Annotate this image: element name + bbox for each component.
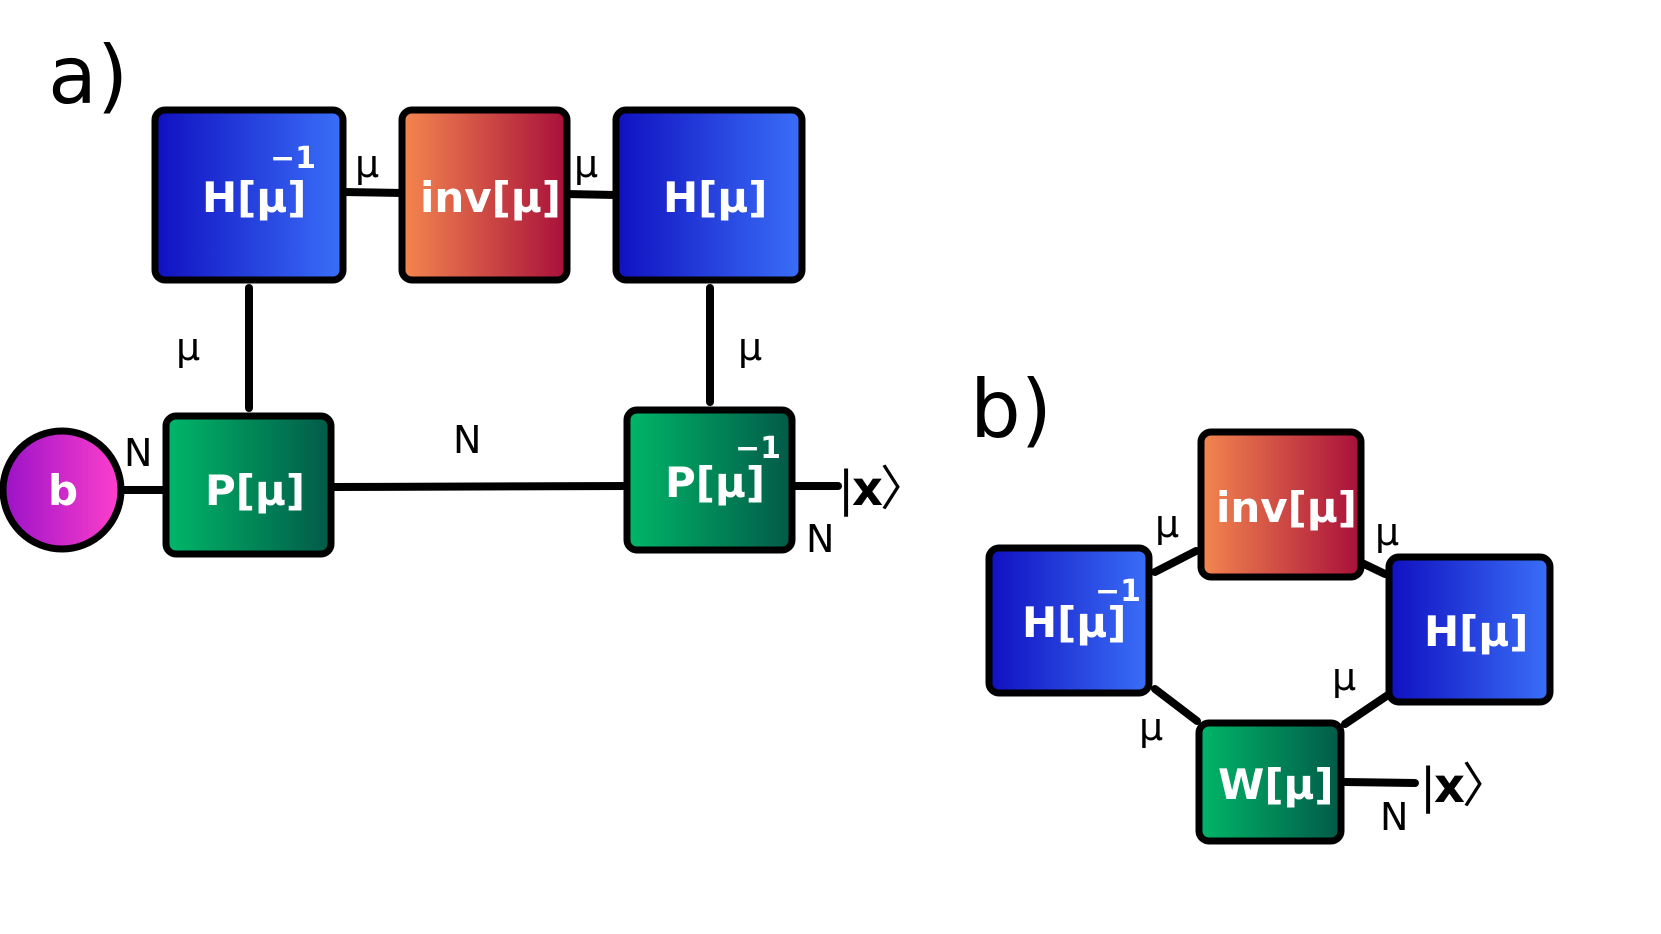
- p-inverse-node-label: P[μ]: [665, 458, 765, 507]
- edge-label-b-inv-h: μ: [1375, 510, 1399, 554]
- edge-label-b-output: N: [1380, 795, 1408, 839]
- edge-h-inv-to-inv: [339, 188, 407, 197]
- inv-node-label: inv[μ]: [420, 173, 561, 222]
- edge-b-h-inv-to-w: [1151, 685, 1201, 725]
- w-node-label: W[μ]: [1218, 760, 1334, 809]
- ket-symbol: x: [852, 461, 883, 517]
- b-node: [0, 427, 125, 553]
- inv-node-b: [1197, 428, 1365, 581]
- edge-label-p-p-inv: N: [453, 418, 481, 462]
- b-node-label: b: [48, 466, 78, 515]
- p-inverse-node-sup: −1: [735, 431, 781, 466]
- h-inverse-node-sup: −1: [270, 141, 316, 176]
- h-inverse-node-b-sup: −1: [1095, 574, 1141, 609]
- edge-label-h-p-inv: μ: [738, 325, 762, 369]
- h-inverse-node-label: H[μ]: [202, 173, 306, 222]
- panel-b: b) inv[μ] H[μ] −1 H[μ] W[μ] μ μ μ μ N | …: [970, 363, 1554, 845]
- ket-close: 〉: [880, 461, 928, 517]
- h-inverse-node-b: [985, 544, 1153, 697]
- edge-label-b-p: N: [124, 431, 152, 475]
- panel-a: a) H[μ] −1 inv[μ] H[μ] b P[μ] P[μ] −1 μ …: [0, 29, 928, 561]
- h-node-b: [1385, 553, 1554, 706]
- h-inverse-node-b-label: H[μ]: [1022, 598, 1126, 647]
- panel-b-label: b): [970, 363, 1052, 456]
- edge-label-h-inv-inv: μ: [355, 142, 379, 186]
- edge-p-to-p-inv: [328, 482, 632, 491]
- h-inverse-node: [151, 106, 347, 284]
- edge-label-inv-h: μ: [574, 142, 598, 186]
- ket-close: 〉: [1462, 758, 1510, 814]
- edge-b-h-inv-to-inv: [1151, 547, 1200, 576]
- ket-x-b: | x 〉: [1420, 758, 1510, 814]
- edge-label-output-a: N: [806, 517, 834, 561]
- h-node: [612, 106, 806, 284]
- ket-bar: |: [838, 461, 854, 517]
- edge-label-b-h-inv-w: μ: [1139, 705, 1163, 749]
- h-node-b-label: H[μ]: [1424, 607, 1528, 656]
- panel-b-edges: [1151, 547, 1419, 787]
- panel-a-edges: [114, 188, 842, 494]
- ket-bar: |: [1420, 758, 1436, 814]
- ket-symbol: x: [1434, 758, 1465, 814]
- edge-label-b-h-w: μ: [1332, 655, 1356, 699]
- inv-node-b-label: inv[μ]: [1216, 483, 1357, 532]
- p-inverse-node: [623, 406, 796, 554]
- edge-label-h-inv-p: μ: [176, 325, 200, 369]
- h-node-label: H[μ]: [663, 173, 767, 222]
- panel-a-label: a): [48, 29, 128, 122]
- ket-x-a: | x 〉: [838, 461, 928, 517]
- edge-b-output: [1341, 778, 1419, 787]
- edge-label-b-h-inv-inv: μ: [1155, 502, 1179, 546]
- w-node: [1195, 719, 1345, 845]
- inv-node: [398, 106, 571, 284]
- edge-b-inv-to-h: [1358, 559, 1389, 578]
- edge-inv-to-h: [562, 190, 620, 199]
- p-node-label: P[μ]: [205, 466, 305, 515]
- edge-b-h-to-w: [1341, 691, 1392, 728]
- p-node: [162, 412, 335, 558]
